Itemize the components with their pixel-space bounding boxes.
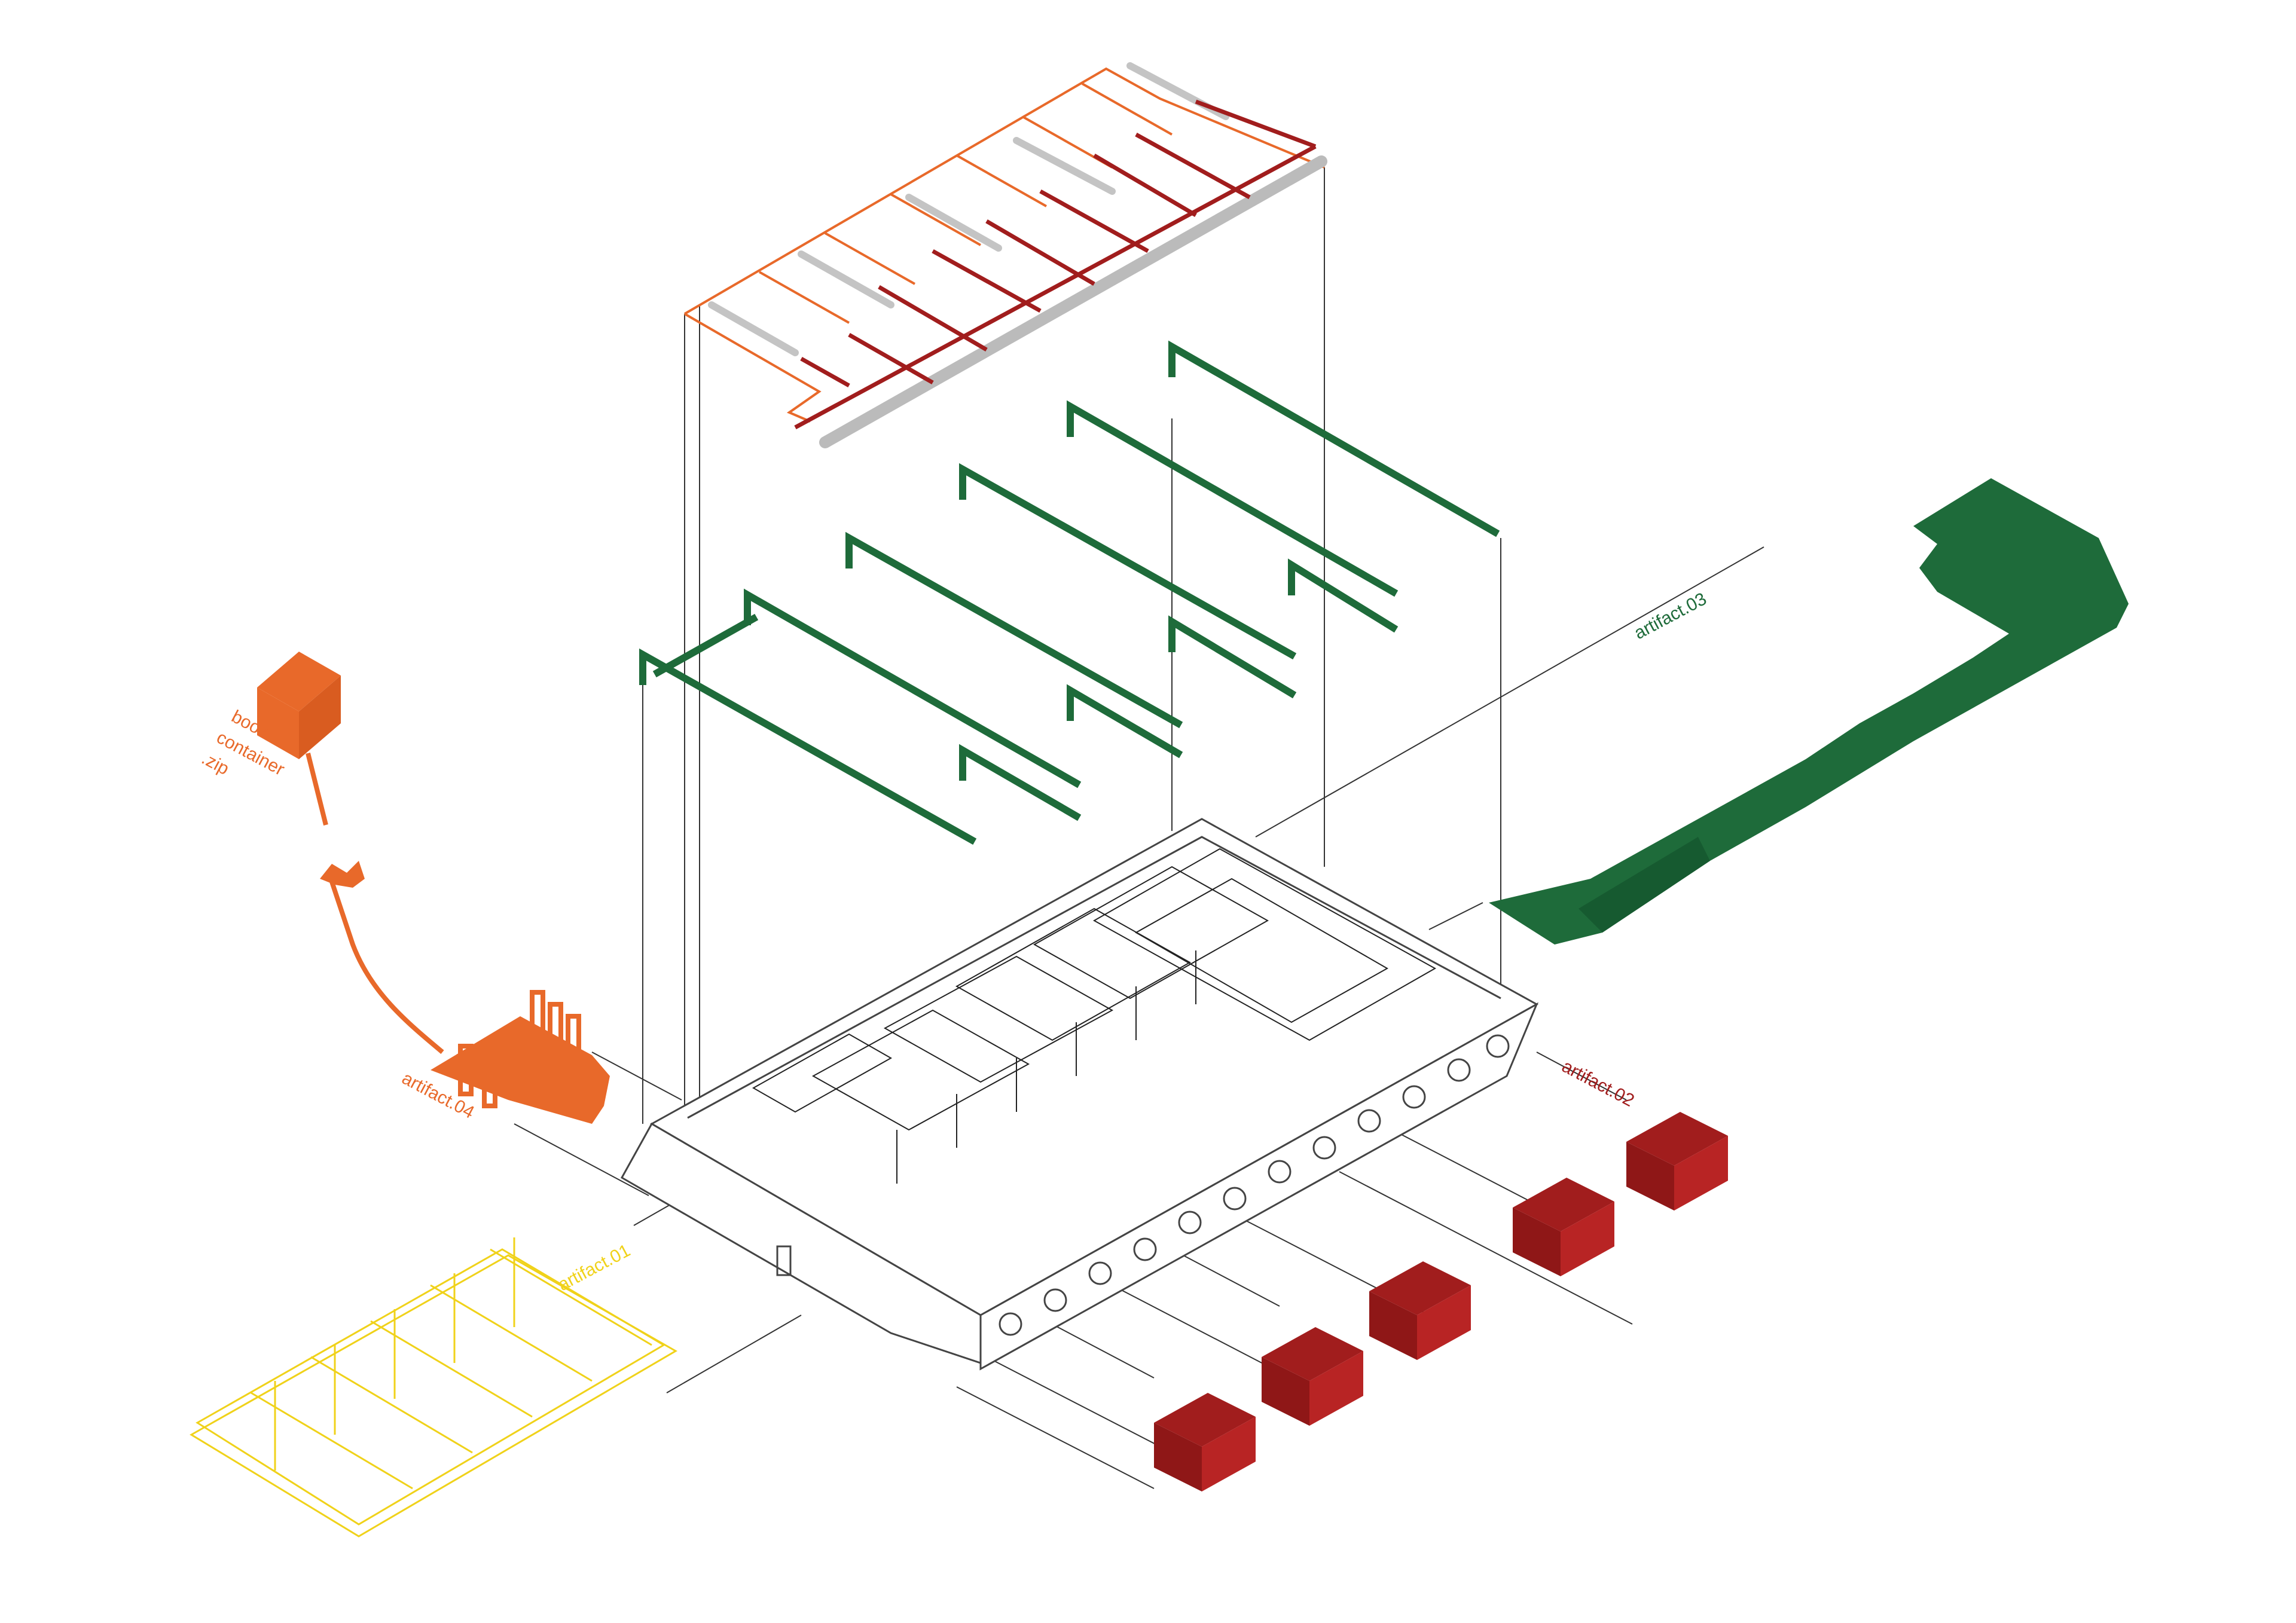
artifact-04-shape	[430, 990, 610, 1124]
projection-lines	[514, 167, 1764, 1489]
interior-shelving	[752, 848, 1437, 1184]
structural-beams	[639, 340, 1500, 845]
red-box-4	[1513, 1178, 1614, 1276]
red-box-1	[1154, 1393, 1256, 1491]
red-box-5	[1626, 1112, 1728, 1211]
building-shell	[620, 818, 1539, 1371]
artifact-01-shape	[190, 1237, 677, 1538]
book-container-zip	[257, 652, 444, 1055]
label-artifact-01: artifact.01	[555, 1240, 634, 1295]
label-artifact-02: artifact.02	[1559, 1056, 1638, 1111]
artifact-02-boxes	[1154, 1112, 1728, 1491]
label-zip: .zip	[199, 748, 233, 779]
artifact-03-shape	[1489, 478, 2129, 945]
ceiling-services-frame	[683, 62, 1327, 448]
red-box-2	[1262, 1327, 1363, 1426]
red-box-3	[1369, 1261, 1471, 1360]
